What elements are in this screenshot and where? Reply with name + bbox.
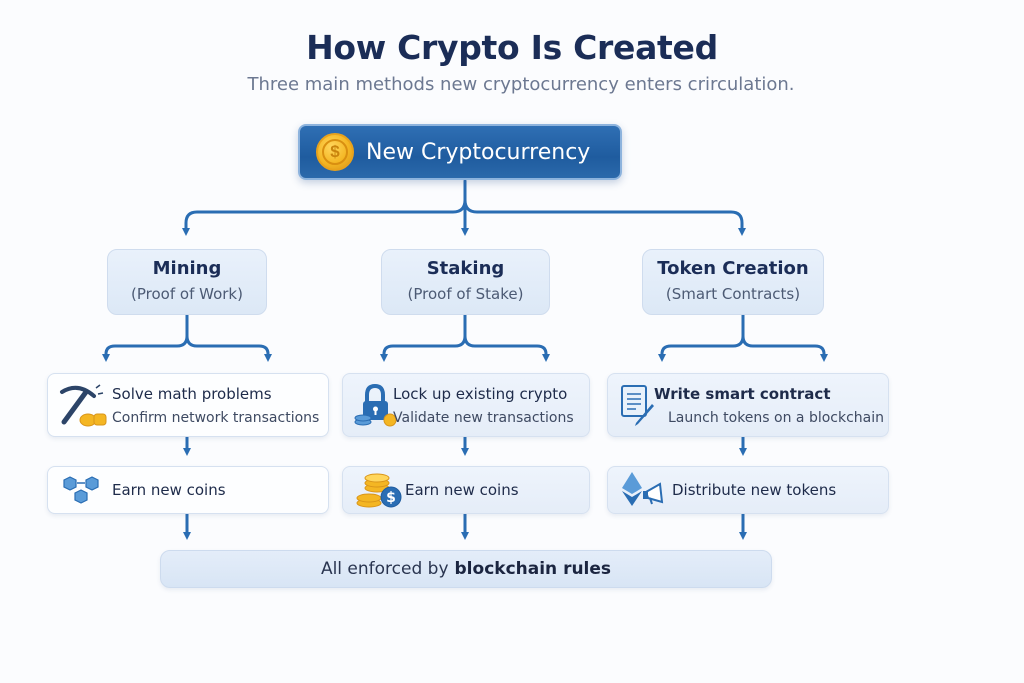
- step-line-1: Solve math problems: [112, 384, 272, 403]
- staking-step-1[interactable]: Lock up existing crypto Validate new tra…: [342, 373, 590, 437]
- method-name: Token Creation: [657, 258, 809, 279]
- footer-banner: All enforced by blockchain rules: [160, 550, 772, 588]
- step-text: Lock up existing crypto Validate new tra…: [393, 385, 574, 426]
- step-line-2: Launch tokens on a blockchain: [668, 409, 885, 426]
- svg-text:$: $: [386, 490, 396, 506]
- step-line-1: Write smart contract: [654, 384, 831, 403]
- method-token-creation[interactable]: Token Creation (Smart Contracts): [642, 249, 824, 315]
- method-mining[interactable]: Mining (Proof of Work): [107, 249, 267, 315]
- step-line-2: Validate new transactions: [393, 409, 574, 426]
- connector-token-split-left: [658, 313, 745, 362]
- staking-step-2[interactable]: $ Earn new coins: [342, 466, 590, 514]
- step-text: Write smart contract Launch tokens on a …: [654, 385, 884, 426]
- connector-token-split-right: [741, 334, 828, 362]
- ethereum-megaphone-icon: [622, 472, 664, 506]
- pickaxe-coins-icon: [60, 384, 107, 427]
- mining-step-2[interactable]: Earn new coins: [47, 466, 329, 514]
- footer-emphasis: blockchain rules: [454, 559, 612, 579]
- page-subtitle: Three main methods new cryptocurrency en…: [247, 74, 795, 95]
- coin-stack-icon: $: [356, 473, 402, 508]
- step-line-2: Confirm network transactions: [112, 409, 320, 426]
- method-subtitle: (Proof of Stake): [407, 285, 524, 303]
- mining-step-1[interactable]: Solve math problems Confirm network tran…: [47, 373, 329, 437]
- method-name: Staking: [426, 258, 505, 279]
- step-line-1: Lock up existing crypto: [393, 384, 568, 403]
- step-text: Distribute new tokens: [672, 481, 837, 499]
- contract-pen-icon: [621, 385, 654, 426]
- connector-staking-split-left: [380, 313, 467, 362]
- connector-root-token: [463, 198, 746, 236]
- token-step-1[interactable]: Write smart contract Launch tokens on a …: [607, 373, 889, 437]
- step-text: Earn new coins: [112, 481, 226, 499]
- dollar-coin-icon: $: [316, 133, 354, 171]
- method-subtitle: (Smart Contracts): [665, 285, 801, 303]
- padlock-coins-icon: [354, 383, 397, 427]
- token-step-2[interactable]: Distribute new tokens: [607, 466, 889, 514]
- connector-staking-split-right: [463, 334, 550, 362]
- connector-root-stem: [182, 179, 467, 236]
- page-title: How Crypto Is Created: [306, 28, 718, 67]
- root-label: New Cryptocurrency: [366, 139, 591, 165]
- method-staking[interactable]: Staking (Proof of Stake): [381, 249, 550, 315]
- footer-prefix: All enforced by: [320, 559, 449, 579]
- method-name: Mining: [152, 258, 222, 279]
- step-text: Solve math problems Confirm network tran…: [112, 385, 319, 426]
- connector-mining-split-left: [102, 313, 189, 362]
- step-text: Earn new coins: [405, 481, 519, 499]
- root-node[interactable]: $ New Cryptocurrency: [298, 124, 622, 180]
- blockchain-cubes-icon: [63, 476, 99, 504]
- method-subtitle: (Proof of Work): [131, 285, 243, 303]
- connector-mining-split-right: [185, 334, 272, 362]
